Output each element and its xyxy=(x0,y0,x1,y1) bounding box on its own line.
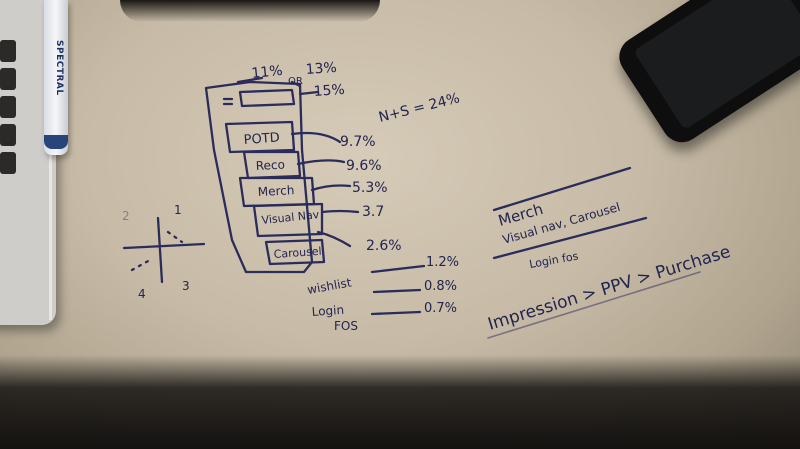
top-value-13: 13% xyxy=(305,60,337,78)
section-value-merch: 5.3% xyxy=(352,180,388,196)
pen-brand-label: SPECTRAL xyxy=(54,40,64,96)
wireframe-box-potd xyxy=(224,120,296,154)
laptop-bezel xyxy=(49,0,52,320)
top-value-15: 15% xyxy=(313,82,345,100)
quadrant-axes xyxy=(122,216,206,284)
wireframe-outline xyxy=(204,80,314,274)
wireframe-label-visual-nav: Visual Nav xyxy=(261,208,320,227)
footer-label-wishlist: wishlist xyxy=(306,275,353,297)
marker-pen: SPECTRAL xyxy=(44,0,68,155)
wireframe-label-potd: POTD xyxy=(243,131,280,148)
keyboard-key xyxy=(0,40,16,62)
section-value-visual-nav: 3.7 xyxy=(362,204,384,220)
net-total: N+S = 24% xyxy=(377,90,461,126)
quadrant-4: 4 xyxy=(138,287,146,301)
wireframe-label-merch: Merch xyxy=(257,183,294,199)
wireframe-top-bar xyxy=(238,88,296,108)
bottom-shadow xyxy=(0,355,800,449)
section-value-carousel: 2.6% xyxy=(366,238,402,254)
quadrant-1: 1 xyxy=(174,203,182,217)
top-shadow xyxy=(120,0,380,22)
wireframe-label-reco: Reco xyxy=(255,157,285,173)
footer-label-login: Login xyxy=(311,303,344,319)
section-value-potd: 9.7% xyxy=(340,134,376,150)
keyboard-key xyxy=(0,152,16,174)
funnel-text: Impression > PPV > Purchase xyxy=(486,242,733,335)
notes-sub: Login fos xyxy=(528,250,579,271)
laptop-edge xyxy=(0,0,56,325)
keyboard-key xyxy=(0,68,16,90)
keyboard-key xyxy=(0,96,16,118)
footer-value-login: 0.8% xyxy=(424,279,457,294)
footer-label-fos: FOS xyxy=(334,319,358,333)
top-value-or: OR xyxy=(288,76,303,87)
wireframe-box-reco xyxy=(242,150,302,180)
section-value-reco: 9.6% xyxy=(346,158,382,174)
quadrant-3: 3 xyxy=(182,279,190,293)
wireframe-label-carousel: Carousel xyxy=(273,245,322,261)
top-value-11: 11% xyxy=(251,63,284,82)
wireframe-box-carousel xyxy=(264,238,326,266)
keyboard-key xyxy=(0,124,16,146)
quadrant-2: 2 xyxy=(122,209,130,223)
pen-cap-band xyxy=(44,135,68,149)
footer-value-fos: 0.7% xyxy=(424,301,457,316)
footer-value-wishlist: 1.2% xyxy=(426,255,459,270)
